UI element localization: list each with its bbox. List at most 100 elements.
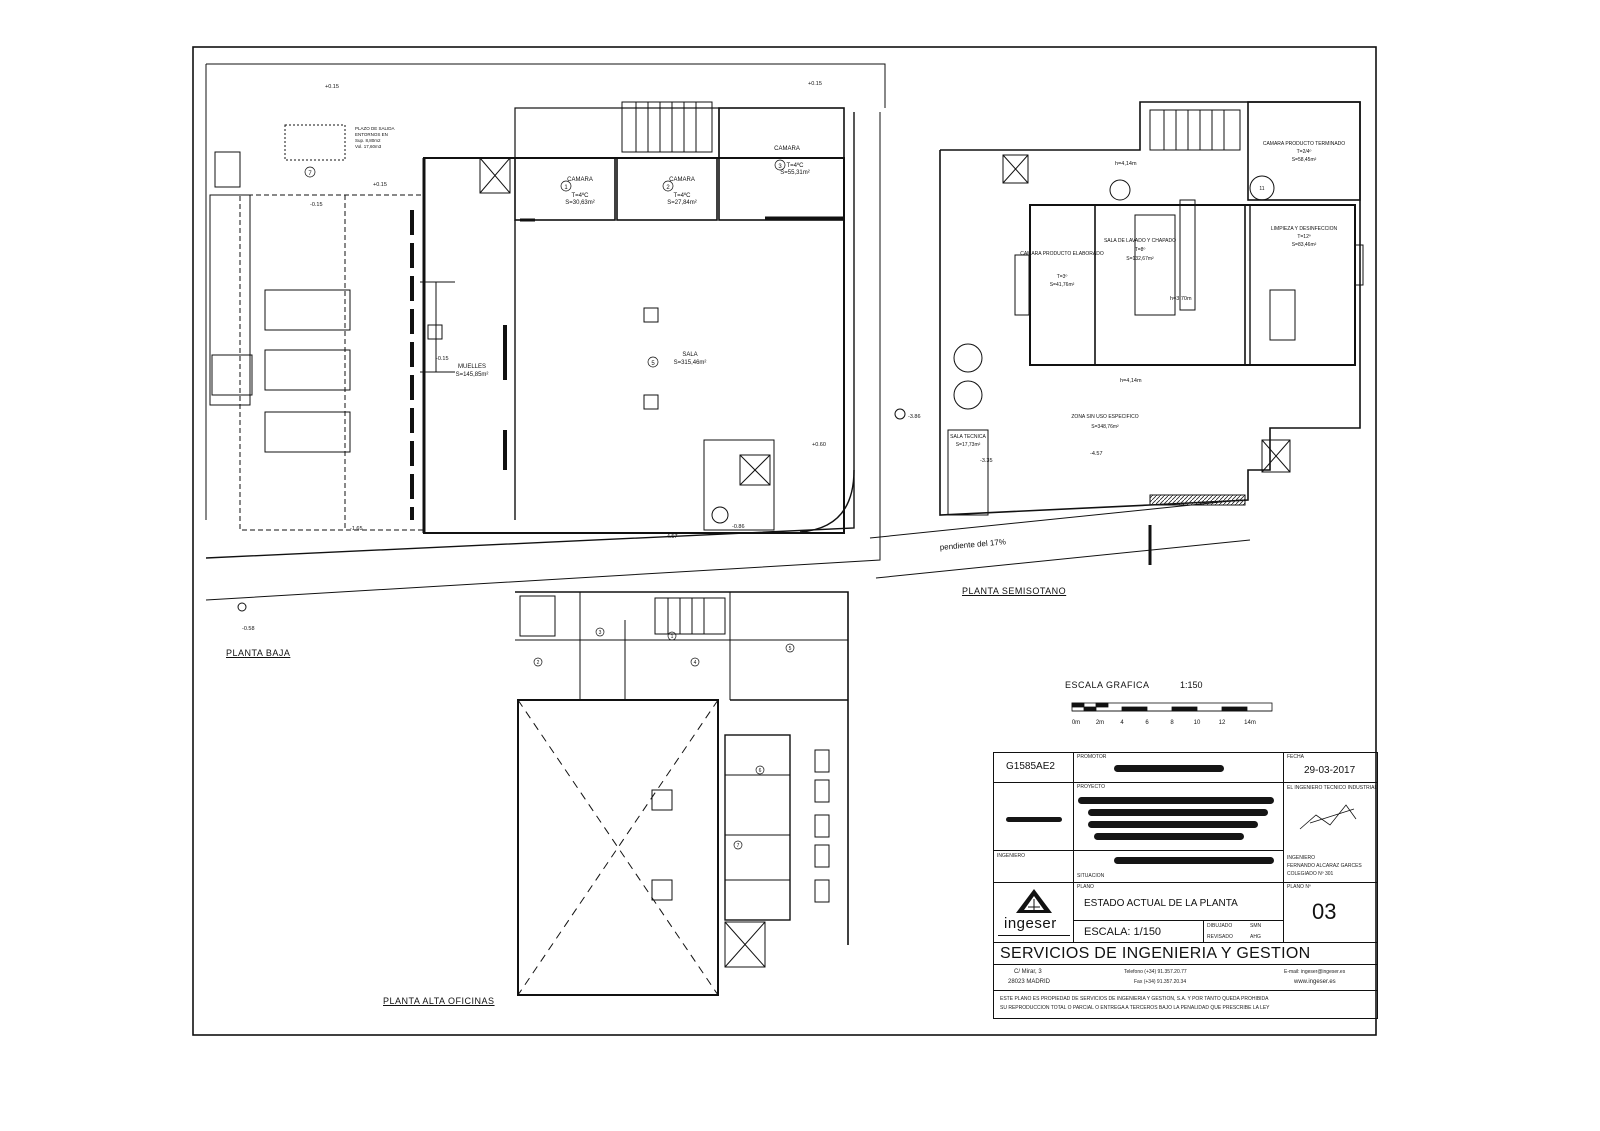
drawing-date: 29-03-2017 <box>1304 765 1356 776</box>
plan-number-cell: PLANO Nº 03 <box>1284 883 1377 943</box>
svg-text:-3.35: -3.35 <box>980 458 993 464</box>
svg-text:-4.57: -4.57 <box>1090 451 1103 457</box>
redacted-project-1 <box>1078 797 1274 804</box>
engineer-name: FERNANDO ALCARAZ GARCES <box>1287 863 1362 869</box>
plan-number-label: PLANO Nº <box>1287 884 1311 890</box>
svg-text:T=4ºC: T=4ºC <box>673 192 691 199</box>
svg-text:T=4ºC: T=4ºC <box>571 192 589 199</box>
redacted-location <box>1114 857 1274 864</box>
svg-text:T=12º: T=12º <box>1297 234 1311 240</box>
svg-text:1: 1 <box>671 634 674 640</box>
svg-text:11: 11 <box>1259 186 1264 192</box>
location-label: SITUACION <box>1077 873 1105 879</box>
drawn-by-cell: DIBUJADO SMN REVISADO AHG <box>1204 921 1284 943</box>
engineer-registration: COLEGIADO Nº 301 <box>1287 871 1334 877</box>
address-street: C/ Mirar, 3 <box>1014 969 1042 975</box>
engineer-signature-icon <box>1299 804 1357 830</box>
svg-text:S=17,73m²: S=17,73m² <box>956 442 981 448</box>
svg-text:+0.15: +0.15 <box>325 84 339 90</box>
scale-title: ESCALA GRAFICA <box>1065 680 1150 690</box>
company-logo-cell: ingeser <box>994 883 1074 943</box>
svg-text:T=3º: T=3º <box>1057 274 1068 280</box>
svg-text:-0.15: -0.15 <box>310 202 323 208</box>
redacted-project-2 <box>1088 809 1268 816</box>
svg-text:2m: 2m <box>1096 720 1104 726</box>
graphic-scale-bar <box>1071 702 1273 712</box>
svg-text:LIMPIEZA Y DESINFECCION: LIMPIEZA Y DESINFECCION <box>1271 226 1338 232</box>
project-label: PROYECTO <box>1077 784 1105 790</box>
svg-text:CAMARA: CAMARA <box>774 146 800 152</box>
upper-floor-room-labels: 1 2 3 4 5 6 7 <box>533 627 795 850</box>
upper-floor-title: PLANTA ALTA OFICINAS <box>383 996 495 1006</box>
ground-floor-notes: PLAZO DE SALIDA ENTORNOS EN Sup. 8,80m2 … <box>355 126 395 149</box>
svg-text:T=8º: T=8º <box>1135 247 1146 253</box>
drawn-by-value: SMN <box>1250 923 1262 929</box>
svg-text:S=348,76m²: S=348,76m² <box>1091 424 1119 430</box>
svg-text:6: 6 <box>759 768 762 774</box>
svg-text:Vol. 17,60m3: Vol. 17,60m3 <box>355 144 382 149</box>
svg-text:-3.86: -3.86 <box>908 414 921 420</box>
svg-text:3: 3 <box>778 164 782 170</box>
svg-text:8: 8 <box>1170 720 1174 726</box>
engineer-label-cell: INGENIERO <box>994 851 1074 883</box>
svg-text:S=41,76m²: S=41,76m² <box>1050 282 1075 288</box>
ramp-label: pendiente del 17% <box>939 537 1006 552</box>
redacted-project-3 <box>1088 821 1258 828</box>
client-logo-scribble <box>1006 817 1062 822</box>
svg-text:S=30,63m²: S=30,63m² <box>565 200 595 206</box>
svg-text:h=4,14m: h=4,14m <box>1120 378 1142 384</box>
scale-ticks: 0m 2m 4 6 8 10 12 14m <box>1072 720 1256 726</box>
svg-text:-0.86: -0.86 <box>732 524 745 530</box>
svg-text:5: 5 <box>789 646 792 652</box>
svg-text:h=4,14m: h=4,14m <box>1115 161 1137 167</box>
svg-text:5: 5 <box>651 361 655 367</box>
svg-text:3: 3 <box>599 630 602 636</box>
company-name: SERVICIOS DE INGENIERIA Y GESTION <box>1000 945 1311 962</box>
svg-text:7: 7 <box>737 843 740 849</box>
svg-text:T=4ºC: T=4ºC <box>786 162 804 169</box>
date-label: FECHA <box>1287 754 1304 760</box>
svg-text:2: 2 <box>666 185 670 191</box>
svg-text:S=58,45m²: S=58,45m² <box>1292 157 1317 163</box>
scale-ratio: 1:150 <box>1180 680 1203 690</box>
reviewed-by-value: AHG <box>1250 934 1261 940</box>
basement-floor-title: PLANTA SEMISOTANO <box>962 586 1067 596</box>
basement-floor-plan <box>869 101 1364 579</box>
date-cell: FECHA 29-03-2017 <box>1284 753 1377 783</box>
svg-text:2: 2 <box>537 660 540 666</box>
svg-text:S=145,85m²: S=145,85m² <box>456 372 489 378</box>
plan-title-cell: PLANO ESTADO ACTUAL DE LA PLANTA <box>1074 883 1284 921</box>
redacted-promotor <box>1114 765 1224 772</box>
company-web: www.ingeser.es <box>1294 979 1336 985</box>
svg-text:+0.15: +0.15 <box>373 182 387 188</box>
svg-text:S=83,46m²: S=83,46m² <box>1292 242 1317 248</box>
company-email: E-mail: ingeser@ingeser.es <box>1284 969 1346 975</box>
engineer-cell: EL INGENIERO TECNICO INDUSTRIAL INGENIER… <box>1284 783 1377 883</box>
address-city: 28023 MADRID <box>1008 979 1051 985</box>
svg-text:CAMARA: CAMARA <box>669 177 695 183</box>
ground-floor-levels: +0.15 -0.15 +0.15 -1.65 -0.15 +0.15 -4.5… <box>242 81 826 632</box>
svg-text:4: 4 <box>694 660 697 666</box>
svg-text:PLAZO DE SALIDA: PLAZO DE SALIDA <box>355 126 395 131</box>
drawn-by-label: DIBUJADO <box>1207 923 1233 929</box>
location-cell: SITUACION <box>1074 851 1284 883</box>
svg-text:0m: 0m <box>1072 720 1080 726</box>
svg-text:1: 1 <box>564 185 568 191</box>
scale-cell: ESCALA: 1/150 <box>1074 921 1204 943</box>
svg-text:+0.15: +0.15 <box>808 81 822 87</box>
svg-text:ZONA SIN USO ESPECIFICO: ZONA SIN USO ESPECIFICO <box>1071 414 1138 420</box>
company-phone: Telefono (+34) 91.357.20.77 <box>1124 969 1187 975</box>
project-cell: PROYECTO <box>1074 783 1284 851</box>
svg-text:Sup. 8,80m2: Sup. 8,80m2 <box>355 138 381 143</box>
reviewed-by-label: REVISADO <box>1207 934 1233 940</box>
basement-room-labels: CAMARA PRODUCTO ELABORADO T=3º S=41,76m²… <box>950 141 1345 448</box>
ground-floor-plan <box>205 63 906 612</box>
svg-text:SALA TECNICA: SALA TECNICA <box>950 434 986 440</box>
ground-floor-room-labels: 1 CAMARA T=4ºC S=30,63m² 2 CAMARA T=4ºC … <box>304 146 810 378</box>
svg-text:S=55,31m²: S=55,31m² <box>780 170 810 176</box>
svg-text:7: 7 <box>308 171 312 177</box>
svg-text:+0.60: +0.60 <box>812 442 826 448</box>
disclaimer-line-1: ESTE PLANO ES PROPIEDAD DE SERVICIOS DE … <box>1000 996 1269 1002</box>
svg-text:S=132,67m²: S=132,67m² <box>1126 256 1154 262</box>
svg-text:S=315,46m²: S=315,46m² <box>674 360 707 366</box>
